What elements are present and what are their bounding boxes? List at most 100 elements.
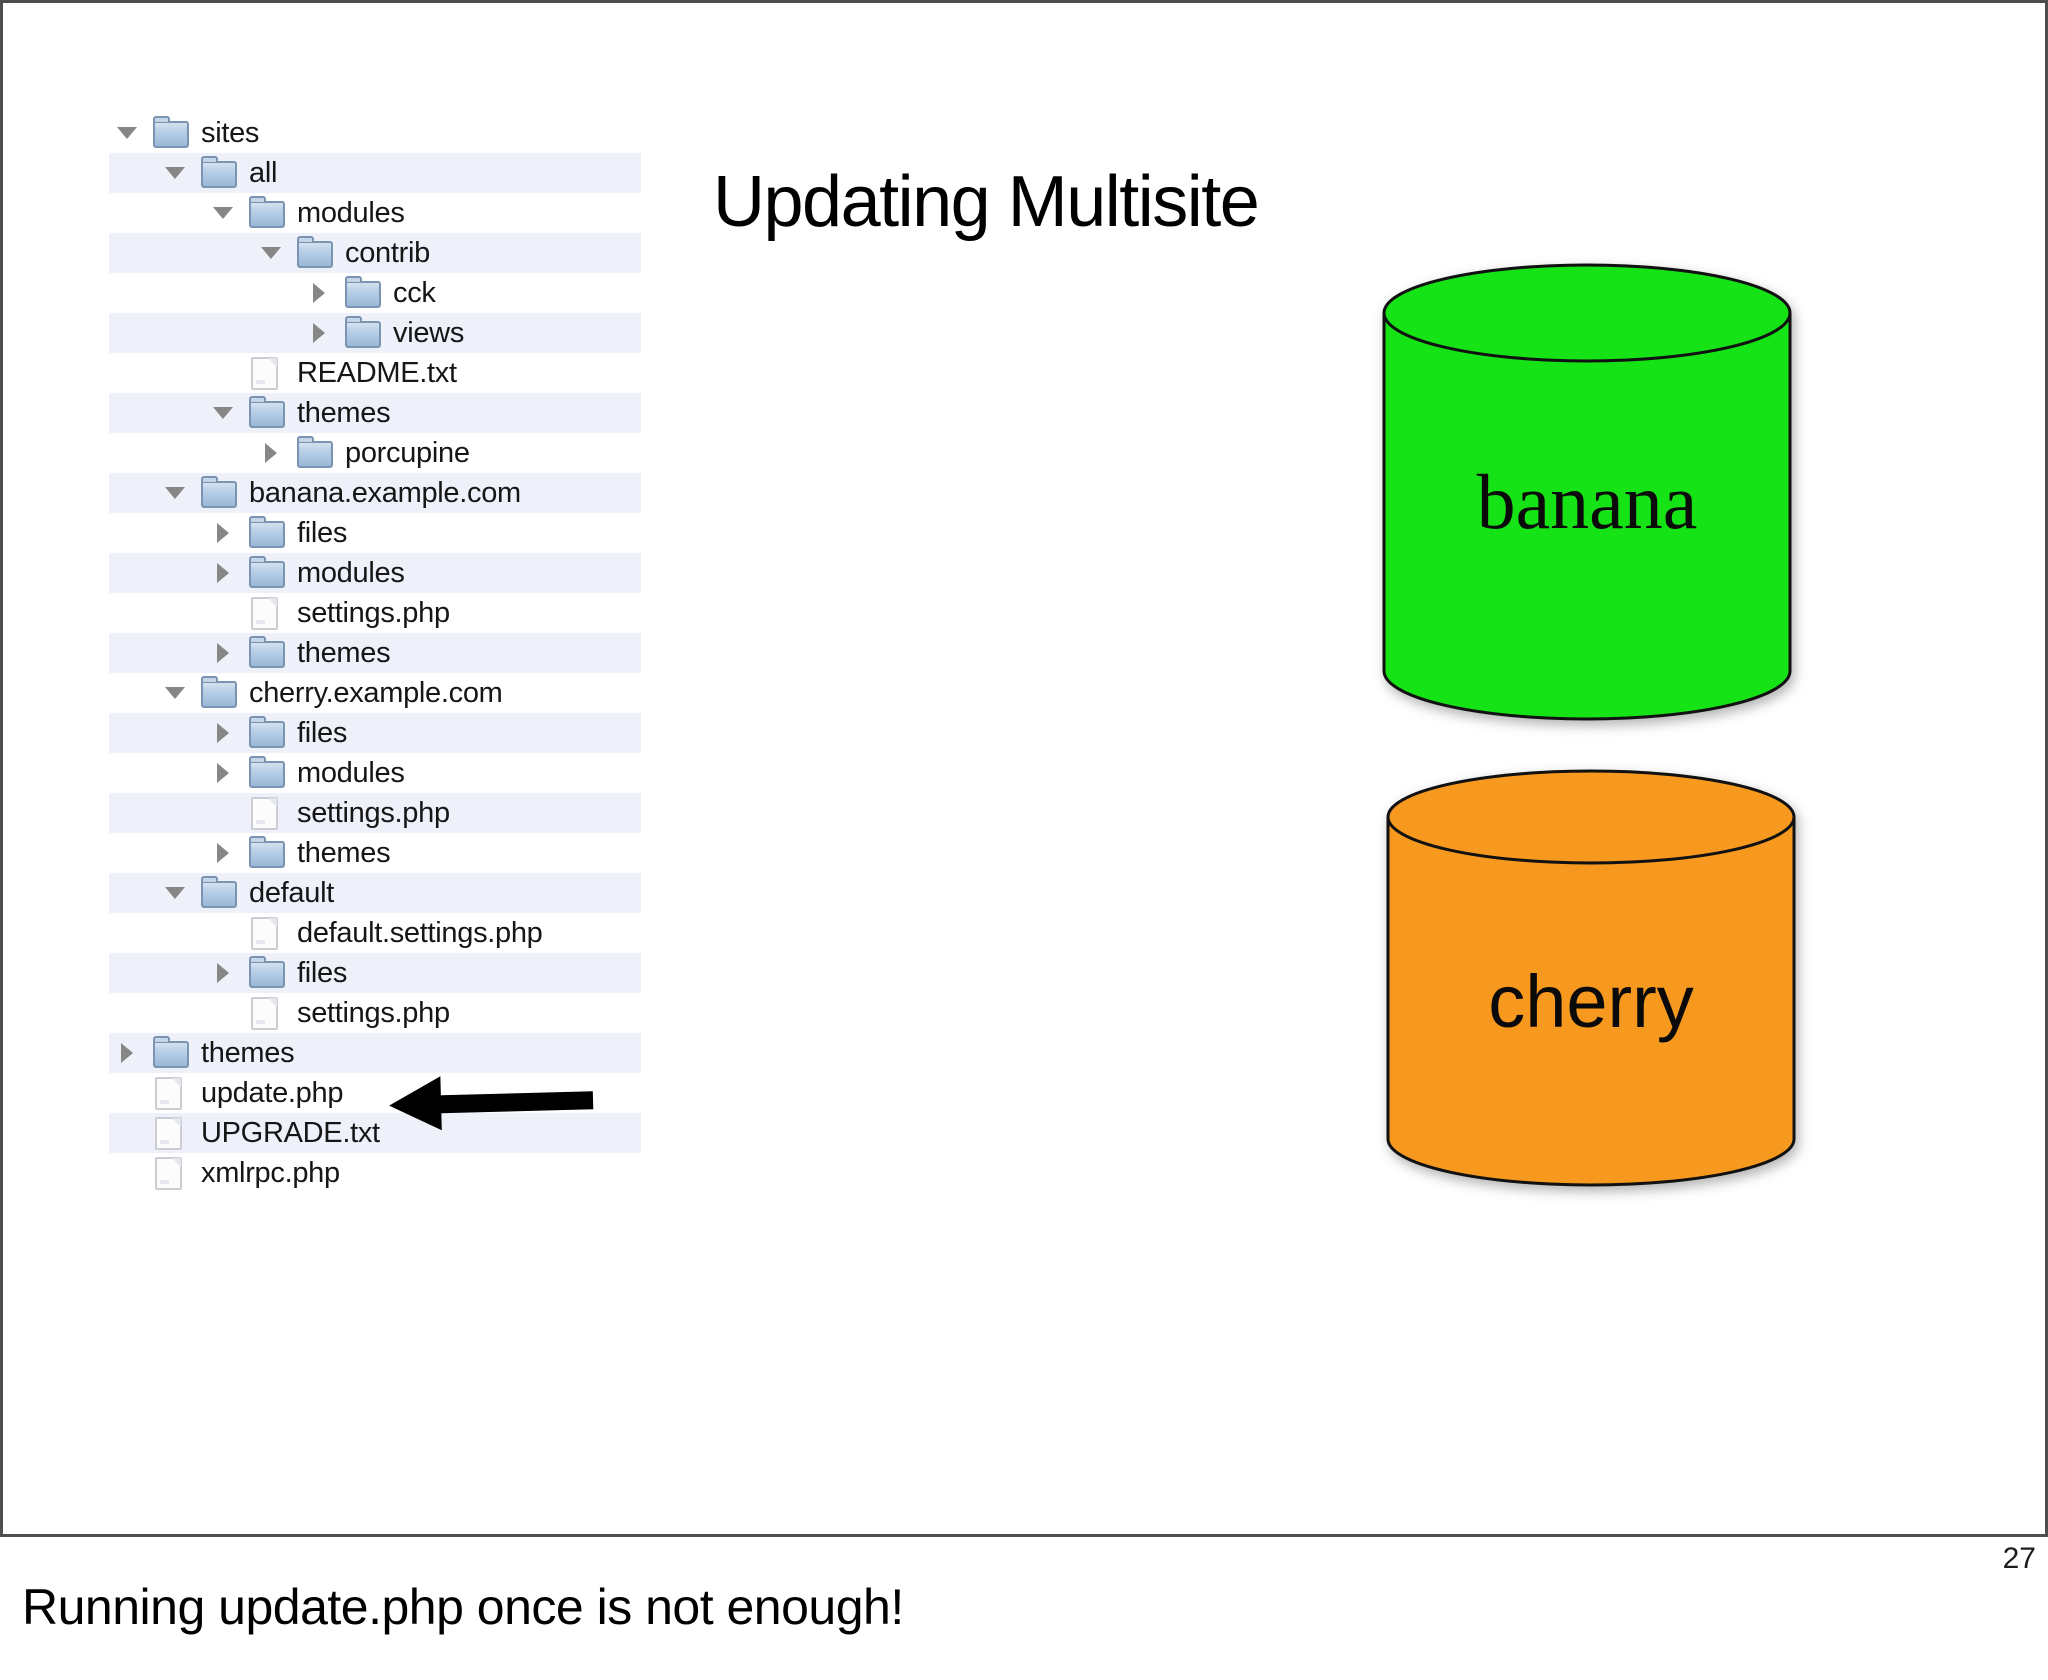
tree-row-sites[interactable]: sites <box>109 113 641 153</box>
disclosure-box[interactable] <box>157 687 193 699</box>
disclosure-box[interactable] <box>109 1043 145 1063</box>
disclosure-box[interactable] <box>205 723 241 743</box>
disclosure-triangle-icon[interactable] <box>165 487 185 499</box>
tree-row-modules[interactable]: modules <box>109 753 641 793</box>
folder-icon <box>297 435 333 468</box>
tree-row-themes[interactable]: themes <box>109 633 641 673</box>
disclosure-triangle-icon[interactable] <box>217 723 229 743</box>
indent-spacer <box>109 333 301 334</box>
folder-icon <box>249 715 285 748</box>
disclosure-box[interactable] <box>157 487 193 499</box>
tree-row-upgrade-txt[interactable]: UPGRADE.txt <box>109 1113 641 1153</box>
tree-row-default[interactable]: default <box>109 873 641 913</box>
file-icon <box>251 996 278 1030</box>
disclosure-triangle-icon[interactable] <box>121 1043 133 1063</box>
disclosure-box[interactable] <box>205 763 241 783</box>
tree-row-readme-txt[interactable]: README.txt <box>109 353 641 393</box>
icon-box <box>193 155 237 188</box>
tree-row-views[interactable]: views <box>109 313 641 353</box>
disclosure-triangle-icon[interactable] <box>217 843 229 863</box>
tree-row-cherry-example-com[interactable]: cherry.example.com <box>109 673 641 713</box>
folder-icon <box>249 395 285 428</box>
disclosure-triangle-icon[interactable] <box>165 687 185 699</box>
tree-row-default-settings-php[interactable]: default.settings.php <box>109 913 641 953</box>
disclosure-triangle-icon[interactable] <box>265 443 277 463</box>
disclosure-box[interactable] <box>205 523 241 543</box>
tree-row-settings-php[interactable]: settings.php <box>109 593 641 633</box>
folder-icon <box>249 555 285 588</box>
tree-row-files[interactable]: files <box>109 513 641 553</box>
disclosure-triangle-icon[interactable] <box>261 247 281 259</box>
file-icon <box>155 1116 182 1150</box>
disclosure-box[interactable] <box>253 247 289 259</box>
disclosure-triangle-icon[interactable] <box>213 407 233 419</box>
tree-node-label: themes <box>297 836 391 869</box>
tree-row-settings-php[interactable]: settings.php <box>109 793 641 833</box>
disclosure-triangle-icon[interactable] <box>313 283 325 303</box>
tree-node-label: themes <box>201 1036 295 1069</box>
icon-box <box>193 675 237 708</box>
disclosure-box[interactable] <box>253 443 289 463</box>
folder-icon <box>153 115 189 148</box>
tree-row-themes[interactable]: themes <box>109 1033 641 1073</box>
disclosure-box[interactable] <box>205 563 241 583</box>
disclosure-triangle-icon[interactable] <box>213 207 233 219</box>
tree-node-label: all <box>249 156 278 189</box>
tree-row-cck[interactable]: cck <box>109 273 641 313</box>
disclosure-triangle-icon[interactable] <box>217 563 229 583</box>
slide-canvas: Updating Multisite sites all modules <box>0 0 2048 1537</box>
indent-spacer <box>109 773 205 774</box>
database-cylinder-banana: banana <box>1379 261 1795 727</box>
file-icon <box>155 1156 182 1190</box>
tree-row-banana-example-com[interactable]: banana.example.com <box>109 473 641 513</box>
tree-row-contrib[interactable]: contrib <box>109 233 641 273</box>
folder-icon <box>249 515 285 548</box>
folder-icon <box>201 155 237 188</box>
disclosure-box[interactable] <box>205 963 241 983</box>
icon-box <box>145 115 189 148</box>
disclosure-box[interactable] <box>109 127 145 139</box>
disclosure-triangle-icon[interactable] <box>313 323 325 343</box>
slide-caption: Running update.php once is not enough! <box>22 1579 904 1635</box>
icon-box <box>241 635 285 668</box>
disclosure-triangle-icon[interactable] <box>217 643 229 663</box>
icon-box <box>145 1035 189 1068</box>
indent-spacer <box>109 413 205 414</box>
tree-row-porcupine[interactable]: porcupine <box>109 433 641 473</box>
disclosure-triangle-icon[interactable] <box>217 963 229 983</box>
tree-node-label: default <box>249 876 334 909</box>
disclosure-box[interactable] <box>157 167 193 179</box>
icon-box <box>241 916 285 950</box>
tree-row-settings-php[interactable]: settings.php <box>109 993 641 1033</box>
tree-row-themes[interactable]: themes <box>109 833 641 873</box>
tree-row-xmlrpc-php[interactable]: xmlrpc.php <box>109 1153 641 1193</box>
indent-spacer <box>109 373 205 374</box>
disclosure-triangle-icon[interactable] <box>165 887 185 899</box>
tree-row-files[interactable]: files <box>109 713 641 753</box>
tree-row-files[interactable]: files <box>109 953 641 993</box>
update-php-annotation <box>382 1066 596 1134</box>
disclosure-box[interactable] <box>205 407 241 419</box>
indent-spacer <box>109 933 205 934</box>
disclosure-box[interactable] <box>301 323 337 343</box>
icon-box <box>193 475 237 508</box>
disclosure-box[interactable] <box>205 207 241 219</box>
tree-node-label: themes <box>297 636 391 669</box>
disclosure-box[interactable] <box>205 843 241 863</box>
disclosure-triangle-icon[interactable] <box>217 763 229 783</box>
tree-row-modules[interactable]: modules <box>109 553 641 593</box>
disclosure-box[interactable] <box>205 643 241 663</box>
tree-row-modules[interactable]: modules <box>109 193 641 233</box>
disclosure-box[interactable] <box>157 887 193 899</box>
indent-spacer <box>109 293 301 294</box>
disclosure-triangle-icon[interactable] <box>117 127 137 139</box>
tree-row-all[interactable]: all <box>109 153 641 193</box>
disclosure-box[interactable] <box>301 283 337 303</box>
folder-icon <box>153 1035 189 1068</box>
tree-node-label: README.txt <box>297 356 457 389</box>
tree-row-themes[interactable]: themes <box>109 393 641 433</box>
disclosure-triangle-icon[interactable] <box>165 167 185 179</box>
tree-node-label: xmlrpc.php <box>201 1156 340 1189</box>
disclosure-triangle-icon[interactable] <box>217 523 229 543</box>
folder-icon <box>297 235 333 268</box>
